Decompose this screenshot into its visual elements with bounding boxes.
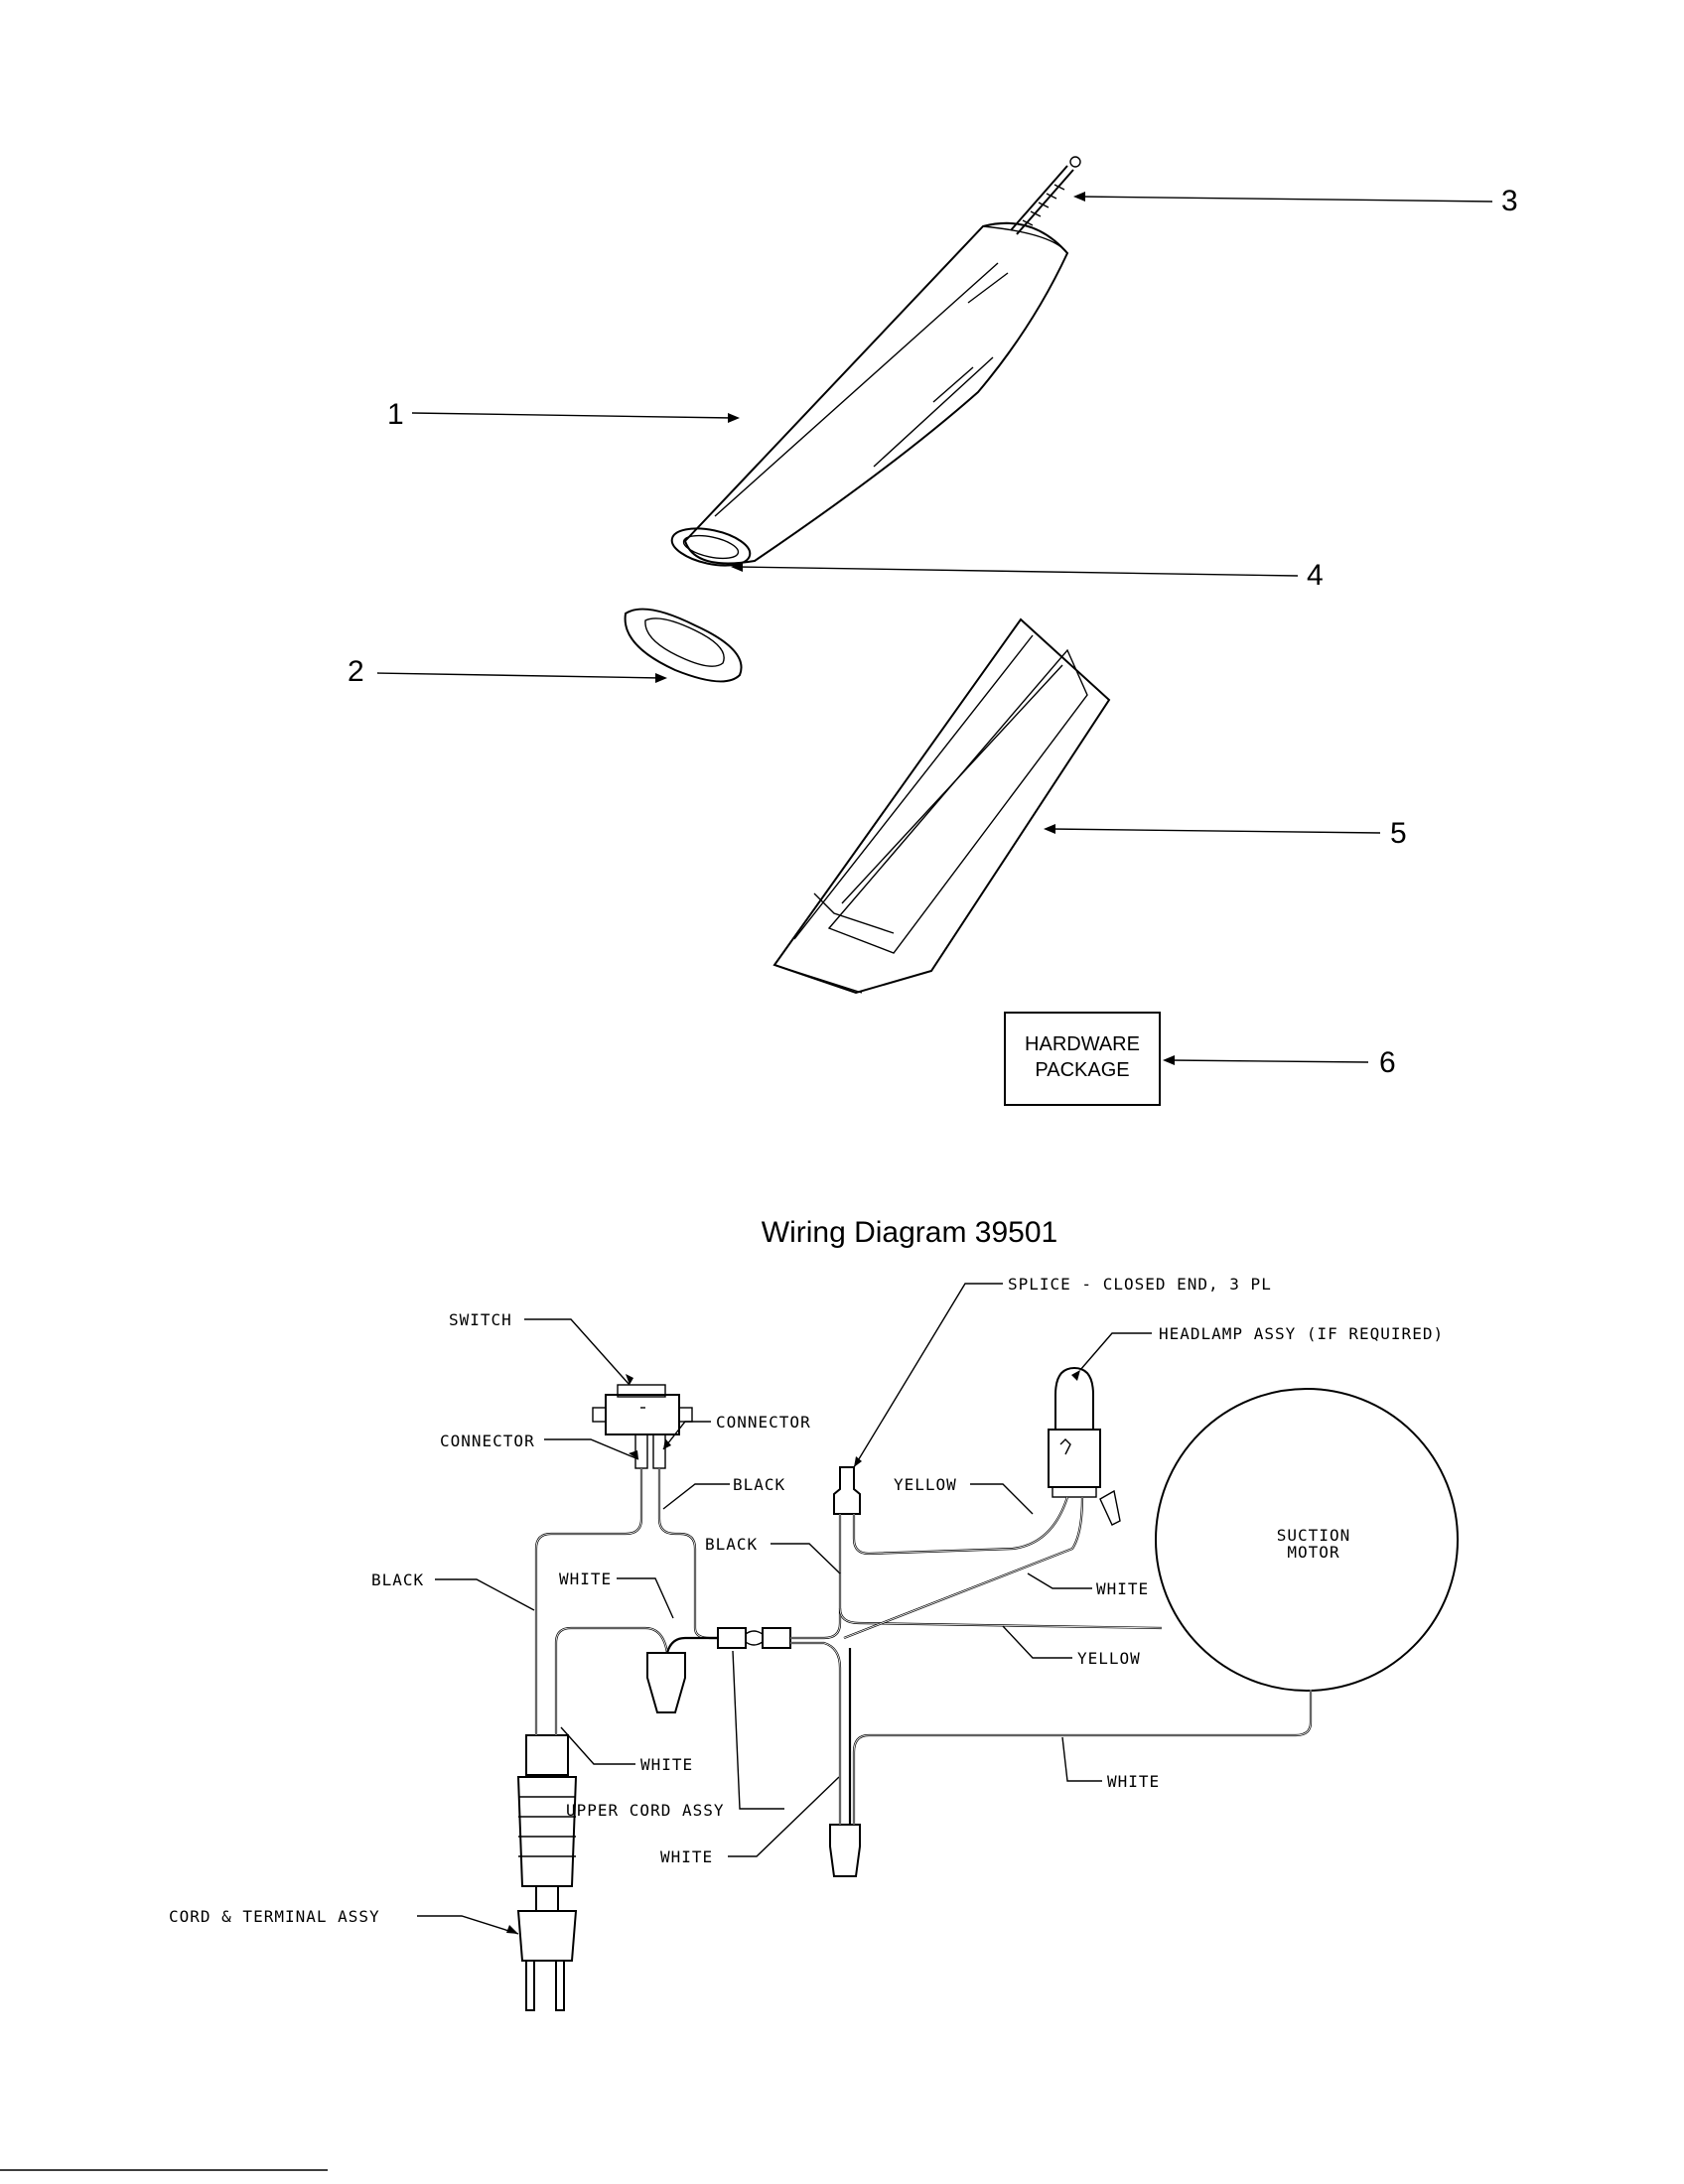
label-yellow-top: YELLOW xyxy=(894,1475,957,1494)
label-switch: SWITCH xyxy=(449,1310,512,1329)
splice-bottom xyxy=(829,1824,861,1877)
part-1-handle-body xyxy=(683,221,1069,565)
callout-2: 2 xyxy=(348,655,364,688)
part-2-gasket xyxy=(624,608,743,683)
label-headlamp: HEADLAMP ASSY (IF REQUIRED) xyxy=(1159,1324,1444,1343)
hardware-line-1: HARDWARE xyxy=(1025,1033,1140,1055)
callout-5: 5 xyxy=(1390,817,1407,850)
cord-and-plug xyxy=(516,1734,578,2011)
suction-motor-label-2: MOTOR xyxy=(1287,1543,1339,1562)
suction-motor: SUCTION MOTOR xyxy=(1155,1388,1459,1692)
callout-3: 3 xyxy=(1501,185,1518,217)
hardware-package-box: HARDWARE PACKAGE xyxy=(1004,1012,1161,1106)
label-splice: SPLICE - CLOSED END, 3 PL xyxy=(1008,1275,1272,1294)
label-upper-cord: UPPER CORD ASSY xyxy=(566,1801,725,1820)
part-5-cover xyxy=(772,617,1111,995)
callout-leaders xyxy=(376,192,1493,1065)
suction-motor-label-1: SUCTION xyxy=(1277,1526,1350,1545)
splice-left xyxy=(646,1652,686,1713)
label-black-mid: BLACK xyxy=(705,1535,758,1554)
callout-6: 6 xyxy=(1379,1046,1396,1079)
label-white-bottom-right: WHITE xyxy=(1107,1772,1160,1791)
wire-harness xyxy=(534,1468,1313,1825)
splice-top xyxy=(833,1466,861,1515)
callout-1: 1 xyxy=(387,398,404,431)
callout-4: 4 xyxy=(1307,559,1324,592)
label-connector-right: CONNECTOR xyxy=(716,1413,811,1432)
wiring-diagram-title: Wiring Diagram 39501 xyxy=(762,1216,1057,1249)
wiring-leaders xyxy=(417,1283,1152,1935)
part-3-spring xyxy=(1010,156,1081,235)
label-connector-left: CONNECTOR xyxy=(440,1432,535,1450)
label-white-mid: WHITE xyxy=(559,1570,612,1588)
label-white-bottom: WHITE xyxy=(660,1847,713,1866)
cord-connector-pair xyxy=(717,1627,791,1649)
switch-component xyxy=(592,1384,693,1469)
label-white-right: WHITE xyxy=(1096,1579,1149,1598)
label-black-left: BLACK xyxy=(371,1570,424,1589)
part-4-grommet-in-handle xyxy=(670,527,752,567)
label-cord-terminal: CORD & TERMINAL ASSY xyxy=(169,1907,380,1926)
label-white-lower-left: WHITE xyxy=(640,1755,693,1774)
headlamp-assembly xyxy=(1048,1366,1121,1526)
label-black-top: BLACK xyxy=(733,1475,785,1494)
hardware-line-2: PACKAGE xyxy=(1035,1059,1129,1081)
label-yellow-right: YELLOW xyxy=(1077,1649,1141,1668)
